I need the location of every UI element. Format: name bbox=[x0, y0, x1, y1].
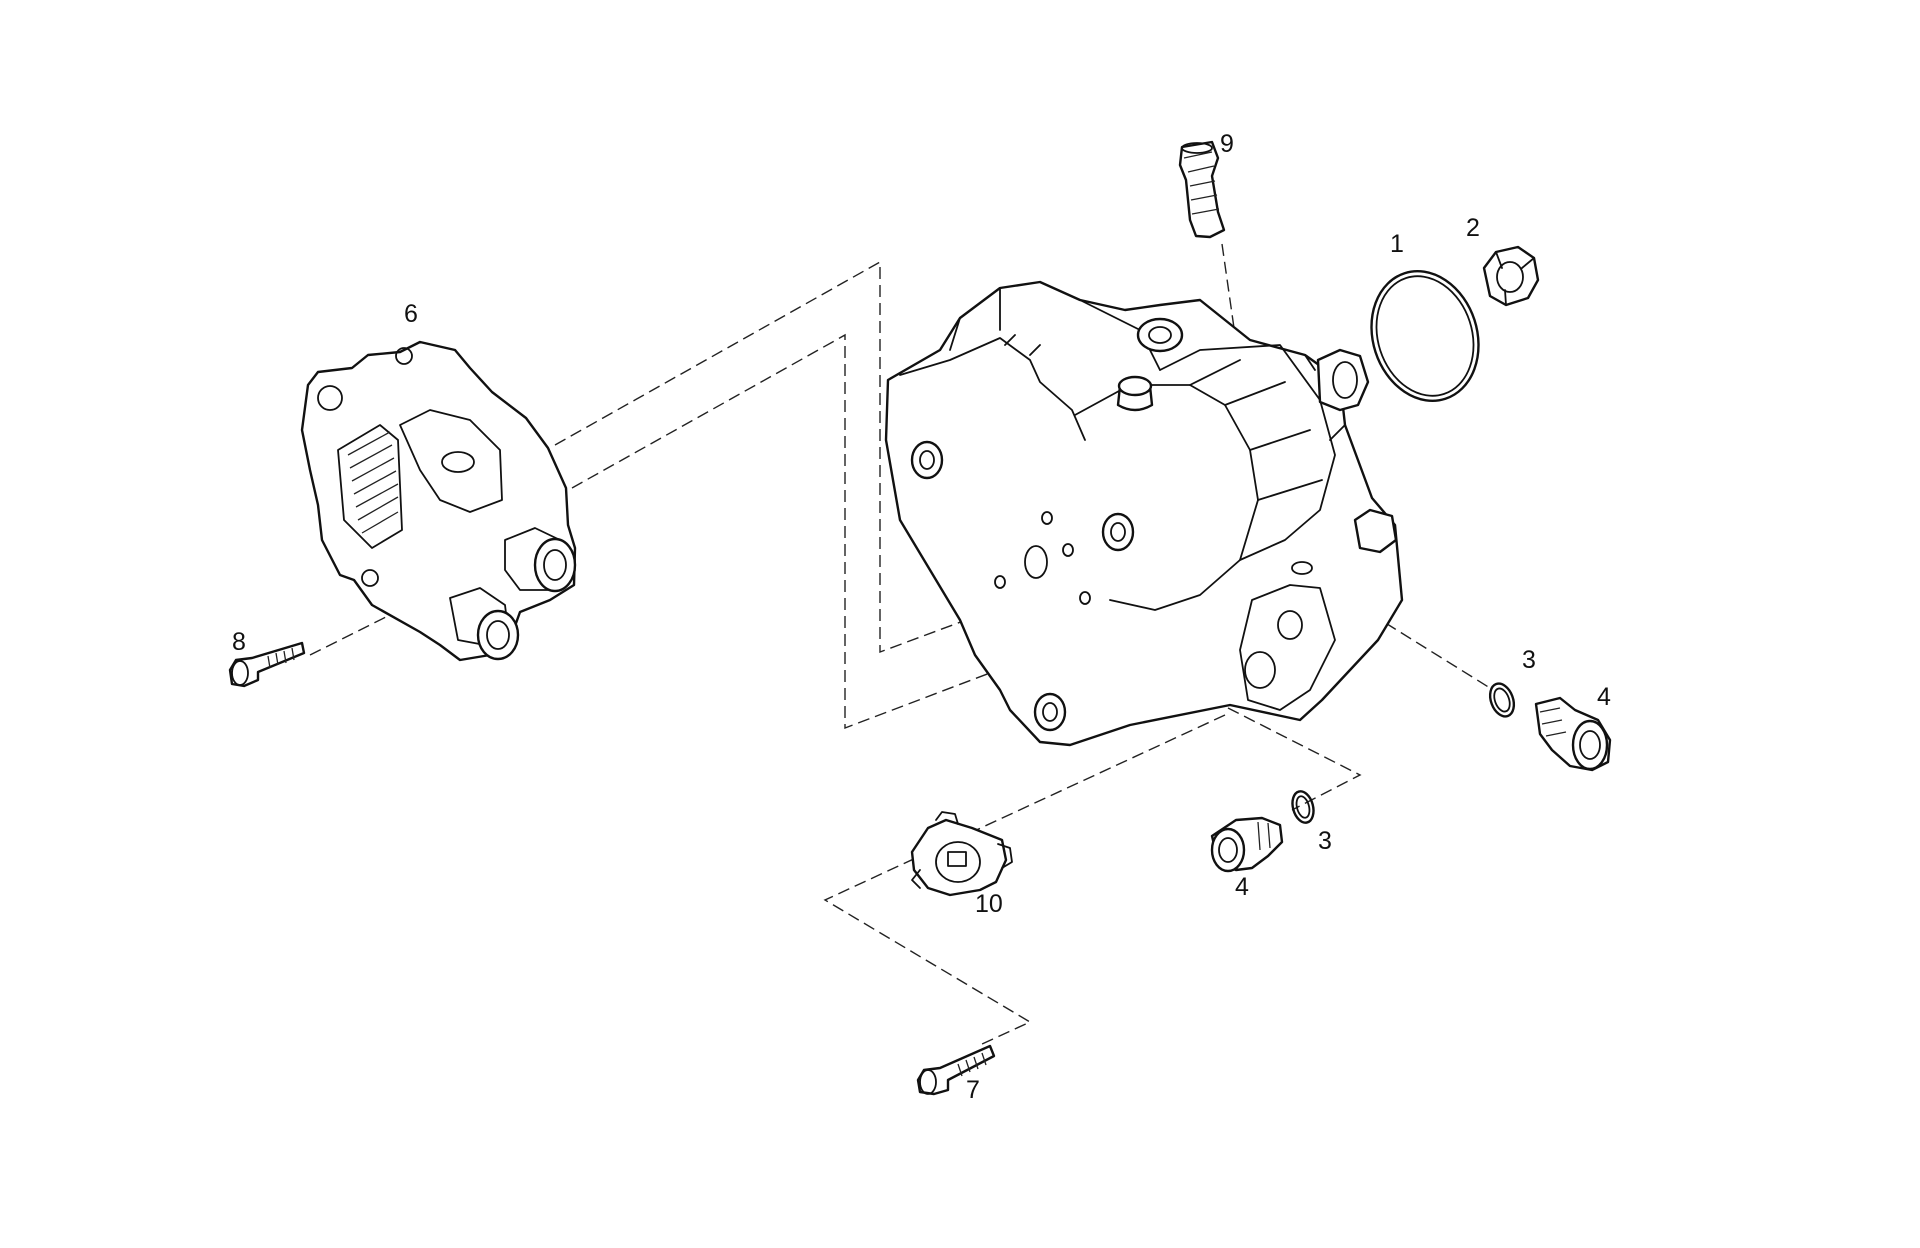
callout-3-center: 3 bbox=[1318, 827, 1332, 855]
part-6-pump-cover[interactable] bbox=[300, 340, 577, 662]
part-1-o-ring[interactable] bbox=[1355, 257, 1495, 415]
callout-4-center: 4 bbox=[1235, 873, 1249, 901]
callout-9: 9 bbox=[1220, 130, 1234, 158]
callout-8: 8 bbox=[232, 628, 246, 656]
callout-7: 7 bbox=[966, 1076, 980, 1104]
callout-6: 6 bbox=[404, 300, 418, 328]
callout-3-right: 3 bbox=[1522, 646, 1536, 674]
part-4-union-fitting-center[interactable] bbox=[1210, 816, 1284, 873]
part-9-threaded-fitting[interactable] bbox=[1178, 140, 1226, 239]
callout-2: 2 bbox=[1466, 214, 1480, 242]
part-10-sensor[interactable] bbox=[910, 811, 1013, 897]
leader-lines bbox=[309, 243, 1491, 1046]
callout-1: 1 bbox=[1390, 230, 1404, 258]
part-3-sealing-ring-center[interactable] bbox=[1289, 789, 1317, 825]
part-7-bolt[interactable] bbox=[916, 1044, 996, 1096]
part-3-sealing-ring-right[interactable] bbox=[1486, 680, 1518, 719]
callout-labels: 1 2 3 3 4 4 6 7 8 9 10 bbox=[232, 130, 1611, 1104]
part-2-hex-nut[interactable] bbox=[1482, 245, 1540, 307]
callout-4-right: 4 bbox=[1597, 683, 1611, 711]
callout-10: 10 bbox=[975, 890, 1003, 918]
part-8-bolt[interactable] bbox=[228, 641, 306, 688]
main-pump-body bbox=[884, 280, 1404, 747]
part-4-union-fitting-right[interactable] bbox=[1534, 696, 1612, 772]
